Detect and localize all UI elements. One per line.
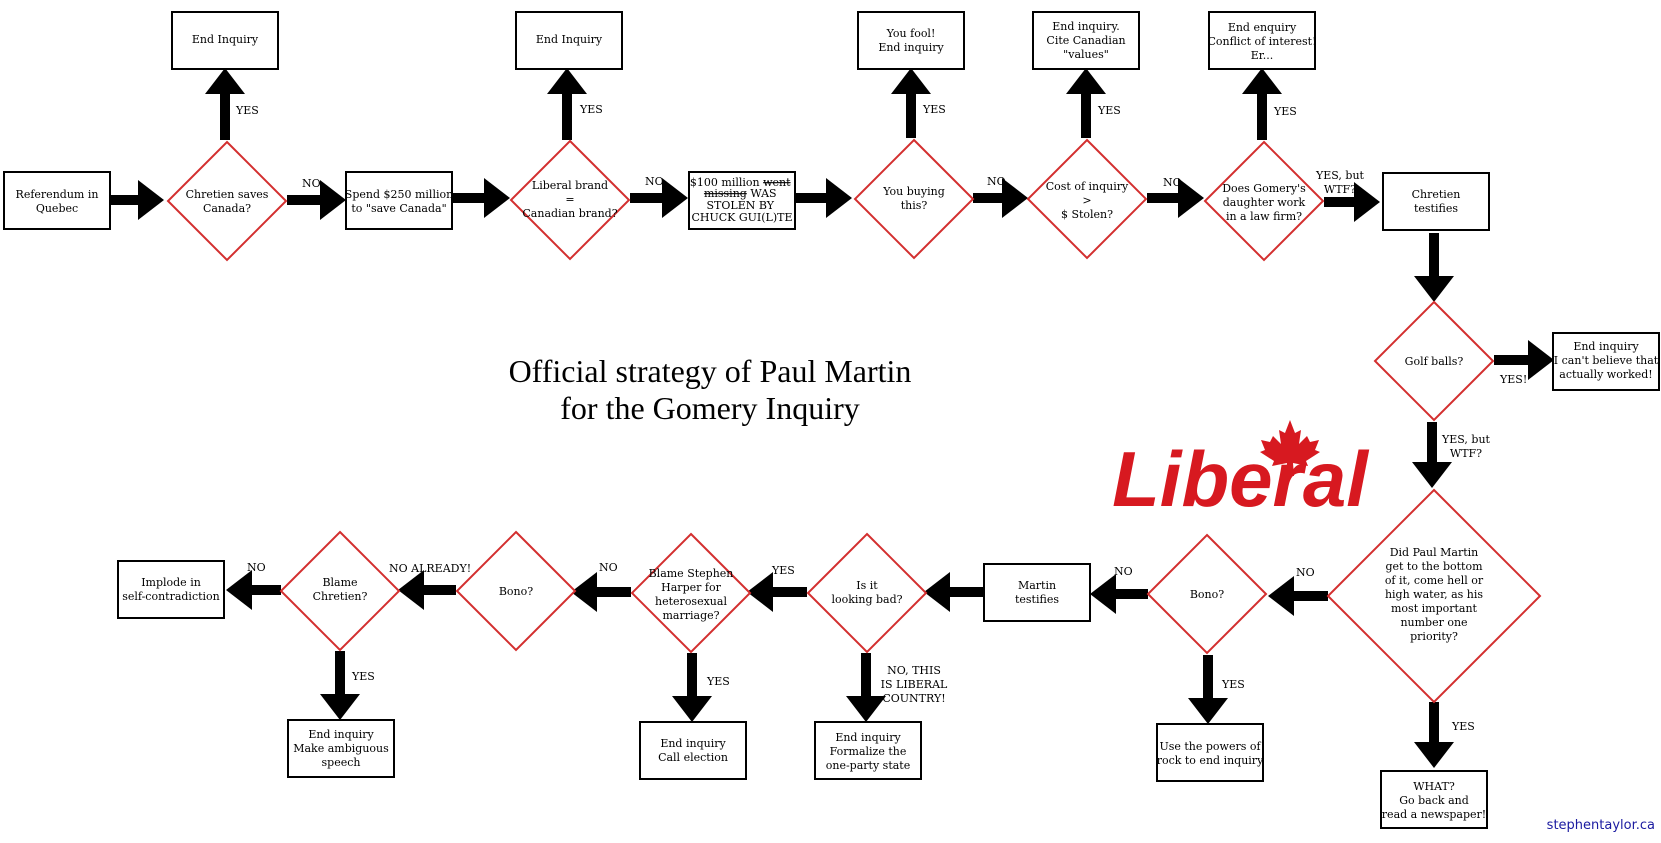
edge-label-no-harper: NO bbox=[599, 561, 618, 574]
edge-label-yes-bono1: YES bbox=[1221, 678, 1245, 691]
decision-blame-harper bbox=[630, 532, 752, 654]
page-title-line-2: for the Gomery Inquiry bbox=[560, 390, 859, 426]
liberal-logo: Liberal bbox=[1112, 420, 1369, 523]
decision-golf-balls bbox=[1373, 300, 1495, 422]
text-end-1: End Inquiry bbox=[192, 33, 259, 46]
edge-label-no-2: NO bbox=[645, 175, 664, 188]
box-spend bbox=[345, 171, 453, 230]
edge-label-yes-bad: YES bbox=[771, 564, 795, 577]
edge-label-no-1: NO bbox=[302, 177, 321, 190]
edge-label-no-4: NO bbox=[1163, 176, 1182, 189]
text-bono-1: Bono? bbox=[1190, 588, 1224, 601]
decision-you-buying bbox=[853, 138, 975, 260]
box-rock bbox=[1156, 723, 1264, 782]
edge-label-yes-3: YES bbox=[922, 103, 946, 116]
edge-label-no-already: NO ALREADY! bbox=[389, 562, 471, 575]
box-you-fool bbox=[857, 11, 965, 70]
box-referendum bbox=[3, 171, 111, 230]
box-one-party bbox=[814, 721, 922, 780]
text-liberal-brand: Liberal brand=Canadian brand? bbox=[522, 179, 617, 220]
edge-label-no-chretien: NO bbox=[247, 561, 266, 574]
edge-label-no-bono1: NO bbox=[1114, 565, 1133, 578]
decision-chretien-saves bbox=[166, 140, 288, 262]
arrows bbox=[108, 68, 1554, 768]
text-hundred-million: $100 million went missing WAS STOLEN BY … bbox=[690, 176, 794, 224]
maple-leaf-icon bbox=[1260, 420, 1320, 476]
text-bono-2: Bono? bbox=[499, 585, 533, 598]
text-golf-balls: Golf balls? bbox=[1405, 355, 1464, 368]
box-end-2 bbox=[515, 11, 623, 70]
edge-label-yes-2: YES bbox=[579, 103, 603, 116]
edge-label-yes-harper: YES bbox=[706, 675, 730, 688]
box-cite-values bbox=[1032, 11, 1140, 70]
decision-bono-1 bbox=[1146, 533, 1268, 655]
edge-label-yes-4: YES bbox=[1097, 104, 1121, 117]
text-cite-values: End inquiry.Cite Canadian"values" bbox=[1046, 20, 1125, 61]
box-hundred-million bbox=[688, 171, 796, 230]
box-call-election bbox=[639, 721, 747, 780]
box-what bbox=[1380, 770, 1488, 829]
box-end-1 bbox=[171, 11, 279, 70]
box-conflict bbox=[1208, 11, 1316, 70]
decision-did-paul bbox=[1326, 488, 1542, 704]
edge-label-yes-5: YES bbox=[1273, 105, 1297, 118]
box-chretien-testifies bbox=[1382, 172, 1490, 231]
page-title-line-1: Official strategy of Paul Martin bbox=[509, 353, 912, 389]
decision-bono-2 bbox=[455, 530, 577, 652]
box-cant-believe bbox=[1552, 332, 1660, 391]
edge-label-no-3: NO bbox=[987, 175, 1006, 188]
edge-label-yes-1: YES bbox=[235, 104, 259, 117]
edge-label-yes-golf: YES! bbox=[1499, 373, 1527, 386]
liberal-wordmark: Liberal bbox=[1112, 435, 1369, 523]
edge-label-yes-chretien: YES bbox=[351, 670, 375, 683]
decision-gomery-daughter bbox=[1203, 140, 1325, 262]
decision-cost-inquiry bbox=[1026, 138, 1148, 260]
box-implode bbox=[117, 560, 225, 619]
text-you-fool: You fool!End inquiry bbox=[878, 27, 944, 54]
decisions bbox=[166, 138, 1542, 704]
edge-labels: YES NO YES NO YES NO YES NO YES YES, but… bbox=[235, 103, 1527, 733]
decision-blame-chretien bbox=[279, 530, 401, 652]
edge-label-no-did: NO bbox=[1296, 566, 1315, 579]
text-end-2: End Inquiry bbox=[536, 33, 603, 46]
edge-label-yes-did: YES bbox=[1451, 720, 1475, 733]
credit-link[interactable]: stephentaylor.ca bbox=[1547, 818, 1655, 833]
boxes bbox=[3, 11, 1660, 829]
text-cost-inquiry: Cost of inquiry>$ Stolen? bbox=[1046, 180, 1129, 221]
box-ambiguous bbox=[287, 719, 395, 778]
decision-looking-bad bbox=[806, 532, 928, 654]
box-martin-testifies bbox=[983, 563, 1091, 622]
decision-liberal-brand bbox=[509, 139, 631, 261]
